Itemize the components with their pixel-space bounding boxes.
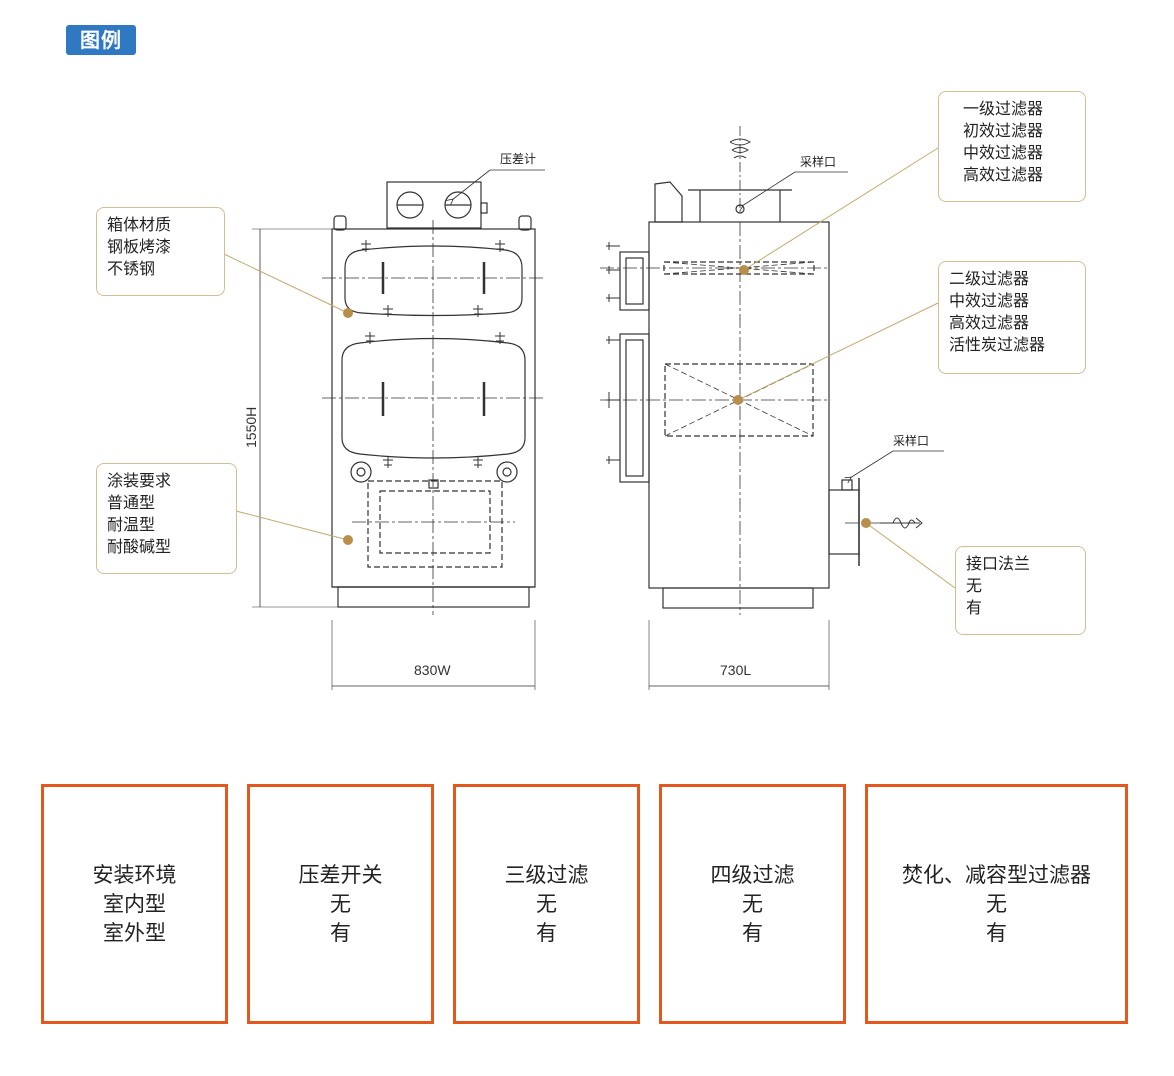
width-dimension-label: 830W — [414, 662, 451, 678]
callout-dot-material — [343, 308, 353, 318]
option-fourth-stage-filter: 四级过滤 无 有 — [659, 784, 846, 1024]
side-door-upper — [619, 251, 650, 311]
outlet-airflow-icon — [880, 517, 920, 529]
callout-line: 活性炭过滤器 — [949, 335, 1046, 354]
side-door-lower — [619, 333, 650, 483]
callout-line: 高效过滤器 — [963, 165, 1044, 184]
callout-flange: 接口法兰 无 有 — [955, 546, 1086, 635]
callout-line: 无 — [966, 576, 983, 595]
option-value: 室内型 — [103, 891, 166, 916]
sample-port-side-label: 采样口 — [893, 433, 929, 448]
callout-line: 耐温型 — [107, 515, 156, 534]
option-pressure-switch: 压差开关 无 有 — [247, 784, 434, 1024]
lower-access-door — [341, 337, 526, 459]
callout-line: 钢板烤漆 — [107, 237, 172, 256]
option-third-stage-filter: 三级过滤 无 有 — [453, 784, 640, 1024]
gauge-label: 压差计 — [500, 152, 536, 166]
callout-filter-stage1: 一级过滤器 初效过滤器 中效过滤器 高效过滤器 — [938, 91, 1086, 202]
outlet-flange — [828, 489, 860, 555]
front-base — [337, 586, 530, 608]
lifting-lug-left — [333, 215, 347, 231]
callout-material: 箱体材质 钢板烤漆 不锈钢 — [96, 207, 225, 296]
option-value: 无 — [536, 891, 557, 916]
callout-line: 二级过滤器 — [949, 269, 1030, 288]
callout-dot-filter2 — [733, 395, 743, 405]
sample-port-top-label: 采样口 — [800, 154, 836, 169]
length-dimension-label: 730L — [720, 662, 751, 678]
option-value: 有 — [330, 920, 351, 945]
front-port-right — [496, 461, 518, 483]
callout-line: 有 — [966, 598, 983, 617]
inlet-airflow-icon — [729, 138, 751, 159]
technical-drawing: 压差计 830W 1550H — [223, 126, 956, 690]
front-port-left — [350, 461, 372, 483]
option-value: 无 — [330, 891, 351, 916]
callout-dot-flange — [861, 518, 871, 528]
callout-line: 初效过滤器 — [963, 121, 1044, 140]
lifting-lug-right — [518, 215, 532, 231]
callout-line: 不锈钢 — [107, 259, 156, 278]
option-title: 四级过滤 — [710, 862, 795, 887]
option-title: 压差开关 — [298, 862, 383, 887]
callout-line: 箱体材质 — [107, 215, 172, 234]
callout-line: 普通型 — [107, 493, 156, 512]
callout-dot-coating — [343, 535, 353, 545]
callout-line: 中效过滤器 — [949, 291, 1030, 310]
option-incineration-filter: 焚化、减容型过滤器 无 有 — [865, 784, 1128, 1024]
front-view — [252, 169, 545, 690]
option-title: 安装环境 — [92, 862, 177, 887]
upper-access-door — [344, 245, 523, 317]
option-value: 室外型 — [103, 920, 166, 945]
callout-dot-filter1 — [739, 265, 749, 275]
option-value: 无 — [986, 891, 1007, 916]
callout-coating: 涂装要求 普通型 耐温型 耐酸碱型 — [96, 463, 237, 574]
side-base — [662, 587, 814, 609]
option-install-environment: 安装环境 室内型 室外型 — [41, 784, 228, 1024]
height-dimension-label: 1550H — [243, 407, 259, 448]
option-value: 有 — [742, 920, 763, 945]
side-cabinet — [648, 221, 830, 589]
callout-line: 涂装要求 — [107, 471, 172, 490]
option-value: 无 — [742, 891, 763, 916]
side-view — [600, 126, 944, 690]
callout-line: 中效过滤器 — [963, 143, 1044, 162]
sample-port-side — [841, 479, 853, 491]
option-value: 有 — [536, 920, 557, 945]
option-value: 有 — [986, 920, 1007, 945]
front-cabinet — [331, 228, 536, 588]
callout-line: 耐酸碱型 — [107, 537, 172, 556]
front-inner-dashed-box — [367, 480, 503, 568]
legend-badge: 图例 — [66, 25, 136, 55]
callout-line: 接口法兰 — [966, 554, 1031, 573]
option-title: 三级过滤 — [504, 862, 589, 887]
callout-filter-stage2: 二级过滤器 中效过滤器 高效过滤器 活性炭过滤器 — [938, 261, 1086, 374]
callout-line: 一级过滤器 — [963, 99, 1044, 118]
option-title: 焚化、减容型过滤器 — [902, 862, 1091, 887]
callout-line: 高效过滤器 — [949, 313, 1030, 332]
